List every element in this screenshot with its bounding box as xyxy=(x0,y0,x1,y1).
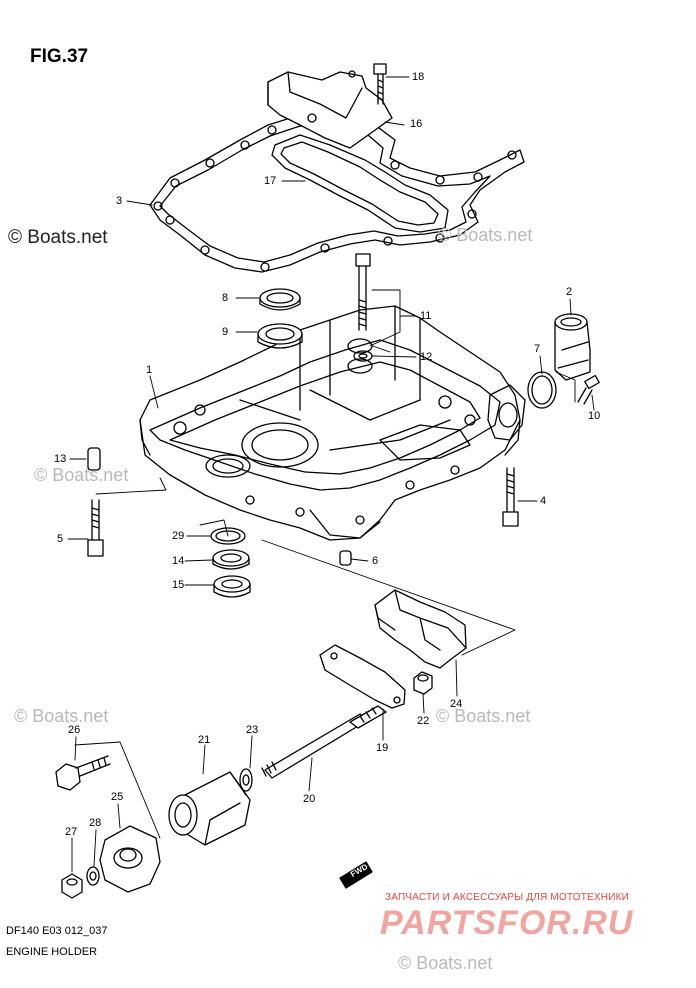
callout-label: 3 xyxy=(116,195,123,207)
callout-label: 5 xyxy=(57,533,64,545)
inner-gasket-part-17 xyxy=(271,134,449,233)
bolt-part-26 xyxy=(55,755,111,791)
shaft-part-20 xyxy=(261,705,387,779)
callout-label: 11 xyxy=(420,310,432,322)
callout-label: 10 xyxy=(588,410,601,422)
bolt-part-5 xyxy=(87,499,104,557)
callout-label: 15 xyxy=(172,579,185,591)
bolt-part-10 xyxy=(577,374,600,405)
reference-lines xyxy=(74,289,576,839)
bearing-part-15 xyxy=(213,575,251,598)
gasket-part-3 xyxy=(149,114,525,273)
callout-label: 17 xyxy=(264,175,277,187)
nut-part-27 xyxy=(61,873,83,899)
callout-label: 18 xyxy=(412,71,425,83)
callout-label: 12 xyxy=(420,351,433,363)
callout-label: 20 xyxy=(303,793,316,805)
callout-label: 14 xyxy=(172,555,185,567)
callout-label: 9 xyxy=(222,326,229,338)
callout-label: 25 xyxy=(111,791,124,803)
bracket-part-24 xyxy=(374,589,467,669)
figure-id: FIG.37 xyxy=(30,46,89,67)
washer-part-23 xyxy=(239,768,253,792)
mount-part-21 xyxy=(168,771,251,846)
callout-label: 2 xyxy=(566,286,573,298)
o-ring-part-7 xyxy=(527,371,557,409)
callout-label: 26 xyxy=(68,724,81,736)
figure-title: ENGINE HOLDER xyxy=(6,946,98,958)
dowel-part-13 xyxy=(87,447,101,471)
watermark: © Boats.net xyxy=(34,465,129,485)
callout-label: 27 xyxy=(65,826,78,838)
callout-label: 6 xyxy=(372,555,379,567)
watermark: © Boats.net xyxy=(8,227,108,248)
plate-part-19 xyxy=(319,644,406,709)
brand-logo: PARTSFOR.RU xyxy=(380,904,634,942)
fwd-arrow-icon xyxy=(339,861,373,889)
cap-part-25 xyxy=(99,825,161,893)
callout-label: 22 xyxy=(417,715,430,727)
plate-part-16 xyxy=(267,70,393,149)
bearing-part-14 xyxy=(212,549,250,570)
bolt-part-11 xyxy=(355,253,371,331)
callout-label: 21 xyxy=(198,734,211,746)
pin-part-6 xyxy=(339,550,352,566)
seal-part-9 xyxy=(257,323,303,349)
seal-part-8 xyxy=(259,288,301,311)
callout-label: 19 xyxy=(376,742,389,754)
callout-label: 4 xyxy=(540,495,547,507)
callout-label: 13 xyxy=(54,453,67,465)
promo-text: ЗАПЧАСТИ И АКСЕССУАРЫ ДЛЯ МОТОТЕХНИКИ xyxy=(385,892,630,903)
watermark: © Boats.net xyxy=(14,706,109,726)
callout-label: 29 xyxy=(172,530,185,542)
outlet-part-2 xyxy=(554,313,591,381)
callout-label: 7 xyxy=(534,343,541,355)
watermark: © Boats.net xyxy=(436,706,531,726)
watermark: © Boats.net xyxy=(438,225,533,245)
callout-label: 24 xyxy=(450,698,463,710)
callout-label: 23 xyxy=(246,724,259,736)
washer-part-28 xyxy=(86,866,100,886)
bolt-part-4 xyxy=(502,467,519,527)
callout-label: 1 xyxy=(146,364,153,376)
leader-lines xyxy=(67,76,595,873)
figure-code: DF140 E03 012_037 xyxy=(6,925,108,937)
bolt-part-18 xyxy=(373,63,387,105)
engine-holder-part-1 xyxy=(139,305,526,541)
nut-part-22 xyxy=(413,671,433,695)
watermark: © Boats.net xyxy=(398,953,493,973)
callout-label: 8 xyxy=(222,292,229,304)
callout-label: 28 xyxy=(89,817,102,829)
callout-label: 16 xyxy=(410,118,423,130)
circlip-part-29 xyxy=(210,527,246,545)
